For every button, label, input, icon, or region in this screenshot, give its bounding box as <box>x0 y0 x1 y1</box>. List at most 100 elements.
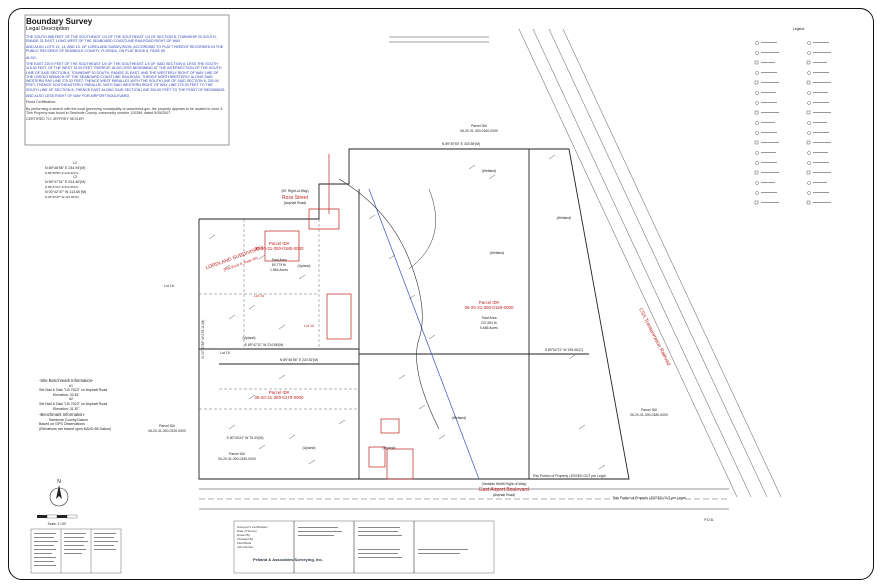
road-name: Ross Street <box>282 195 309 201</box>
legend-title: Legend <box>793 27 805 31</box>
benchmark-1-elevation: Elevation: 33.61' <box>53 392 80 397</box>
parcel-a-number: 06-20-31-300-0180-0000 <box>255 246 304 251</box>
legal-paragraph-1: THE SOUTH 588 FEET OF THE SOUTHEAST 1/4 … <box>26 34 217 43</box>
bearing-low: S 80°43'24" W 75.33'(M) <box>226 436 263 440</box>
legal-paragraph-2: AND ALSO LOTS 13, 14, AND 15, OF LORDLAN… <box>26 45 224 54</box>
legend-panel: Legend <box>749 27 845 217</box>
title-block-date: Date of Survey <box>237 529 257 533</box>
upland-label-4: (Upland) <box>382 446 395 450</box>
callout-l2: L2 <box>73 161 77 165</box>
lessout-label: This Portion of Property LESSED OUT per … <box>612 496 685 500</box>
dashed-lines <box>199 189 359 410</box>
legal-description-panel: Boundary Survey Legal Description THE SO… <box>26 17 226 124</box>
structure-outlines <box>264 154 414 480</box>
lessout-label-2: This Portion of Property LESSED OUT per … <box>532 474 605 478</box>
title-block-heading: Surveyor's Certification <box>237 525 268 529</box>
callout-l3: L3 <box>73 175 77 180</box>
callout-l3-measured: N 89°47'01" E 514.46'(M) <box>45 180 86 185</box>
upland-label-3: (Upland) <box>302 446 315 450</box>
bearing-mid: S 89°47'11" W 214.86'(M) <box>245 343 284 347</box>
wetland-label-1: (Wetland) <box>490 251 505 255</box>
callout-l2-measured: N 89°46'56" E 244.94'(M) <box>45 165 86 170</box>
callout-l2-calculated: N 89°46'56" E 244.92'(C) <box>45 170 79 175</box>
scale-label: Scale: 1"=50' <box>48 522 67 526</box>
survey-ticks <box>208 154 606 470</box>
bearing-vertical: N 00°40'39" W 275.11'(M) <box>201 320 205 359</box>
benchmark-1-desc: Set Nail & Disk "LB 7623" on Asphalt Roa… <box>39 388 108 393</box>
benchmark-info-heading: -Benchmark Information- <box>39 412 86 418</box>
flood-certification-heading: Flood Certification: <box>26 100 56 105</box>
title-block-checked-by: Checked By <box>237 537 254 541</box>
total-area-a: Total Area <box>271 258 286 262</box>
legal-paragraph-4: THE EAST 220.5 FEET OF THE SOUTHEAST 1/4… <box>26 61 226 92</box>
upland-label-1: (Upland) <box>297 264 310 268</box>
benchmark-2-elevation: Elevation: 31.87' <box>53 406 80 411</box>
total-area-b-ft: 247,691 ft² <box>481 321 498 325</box>
survey-title: Boundary Survey <box>26 17 93 26</box>
total-area-a-ft: 80,779 ft² <box>272 263 287 267</box>
scale-bar: Scale: 1"=50' <box>37 514 78 526</box>
svg-text:N: N <box>57 479 61 485</box>
wetland-label-2: (Wetland) <box>557 216 572 220</box>
parcel-c-number: 06-20-31-300-0170-0000 <box>255 395 304 400</box>
callout-l4-measured: N 00°42'47" W 113.60'(M) <box>45 189 87 194</box>
parcel-a-heading: Parcel ID# <box>269 241 290 246</box>
parcel-se-number: 06-20-31-300-0180-0000 <box>630 413 668 417</box>
wetland-label-3: (Wetland) <box>452 416 467 420</box>
benchmark-panel: -Site Benchmark Information- #1 Set Nail… <box>39 378 119 432</box>
benchmark-datum: Seminole County Datum <box>49 417 88 422</box>
abbreviations-table <box>30 528 122 574</box>
parcel-sw-number: 06-20-31-300-0120-0000 <box>148 429 186 433</box>
lot-13-label: Lot 13 <box>304 324 314 328</box>
airport-road-name: East Airport Boulevard <box>479 487 529 493</box>
lot-14-label: Lot 14 <box>254 294 264 298</box>
parcel-sw-heading: Parcel ID# <box>159 424 175 428</box>
benchmark-datum-note-2: (Elevations are based upon NAVD 88 Datum… <box>39 426 112 431</box>
bearing-mid-2: N 89°46'56" E 220.52'(M) <box>280 358 318 362</box>
total-area-b: Total Area <box>481 316 496 320</box>
main-boundary <box>198 148 630 480</box>
lot-15-label: Lot 15 <box>220 351 230 355</box>
bearing-callout: L2 N 89°46'56" E 244.94'(M) N 89°46'56" … <box>45 161 105 199</box>
parcel-w-heading: Parcel ID# <box>229 452 245 456</box>
site-benchmark-heading: -Site Benchmark Information- <box>39 378 94 383</box>
railroad-lines <box>518 28 782 498</box>
legal-paragraph-3: ALSO: <box>26 55 37 60</box>
lot-16-label: Lot 16 <box>164 284 174 288</box>
road-rw: (50' Right-of-Way) <box>281 189 308 193</box>
certified-to: CERTIFIED TO: JEFFREY SEXLER <box>26 117 84 122</box>
title-block: Surveyor's Certification Date of Survey … <box>237 525 268 549</box>
company-name: Pelland & Associates Surveying, Inc. <box>253 557 323 562</box>
title-block-job-number: Job Number <box>237 545 254 549</box>
title-block-drawn-by: Drawn By <box>237 533 251 537</box>
benchmark-2-label: #2 <box>69 397 73 402</box>
north-arrow-icon: N <box>49 479 69 507</box>
wetland-line <box>338 178 440 430</box>
legend-symbol-list <box>754 41 811 205</box>
utility-line <box>368 188 480 480</box>
legal-frame <box>24 14 230 146</box>
airport-surface: (Asphalt Road) <box>493 493 516 497</box>
title-block-frame <box>233 520 495 574</box>
benchmark-2-desc: Set Nail & Disk "LB 7623" on Asphalt Roa… <box>39 401 108 406</box>
parcel-nw-heading: Parcel ID# <box>471 124 487 128</box>
survey-sheet: Boundary Survey Legal Description THE SO… <box>8 8 874 580</box>
road-surface: (Asphalt Road) <box>284 201 307 205</box>
survey-drawing: CSX Transportation Railroad <box>24 14 831 574</box>
upland-label-2: (Upland) <box>242 336 255 340</box>
parcel-c-heading: Parcel ID# <box>269 390 290 395</box>
title-block-field-book: Field Book <box>237 541 252 545</box>
legal-description-heading: Legal Description <box>26 26 70 32</box>
legal-paragraph-5: AND ALSO LESS RIGHT OF WAY FOR AIRPORT B… <box>26 94 131 99</box>
wetland-label-4: (Wetland) <box>482 169 497 173</box>
benchmark-1-label: #1 <box>69 383 73 388</box>
total-area-a-ac: 1.854 Acres <box>270 268 288 272</box>
parcel-b-number: 06-20-31-300-0160-0000 <box>465 305 514 310</box>
parcel-b-heading: Parcel ID# <box>479 300 500 305</box>
parcel-w-number: 06-20-31-300-0150-0000 <box>218 457 256 461</box>
airport-road <box>199 488 729 510</box>
bearing-east: S 89°52'21" W 199.66'(C) <box>545 348 584 352</box>
airport-rw: (Variable Width Right-of-Way) <box>482 482 527 486</box>
parcel-se-heading: Parcel ID# <box>641 408 657 412</box>
callout-l3-calculated: N 89°47'01" E 514.46'(C) <box>45 184 79 189</box>
